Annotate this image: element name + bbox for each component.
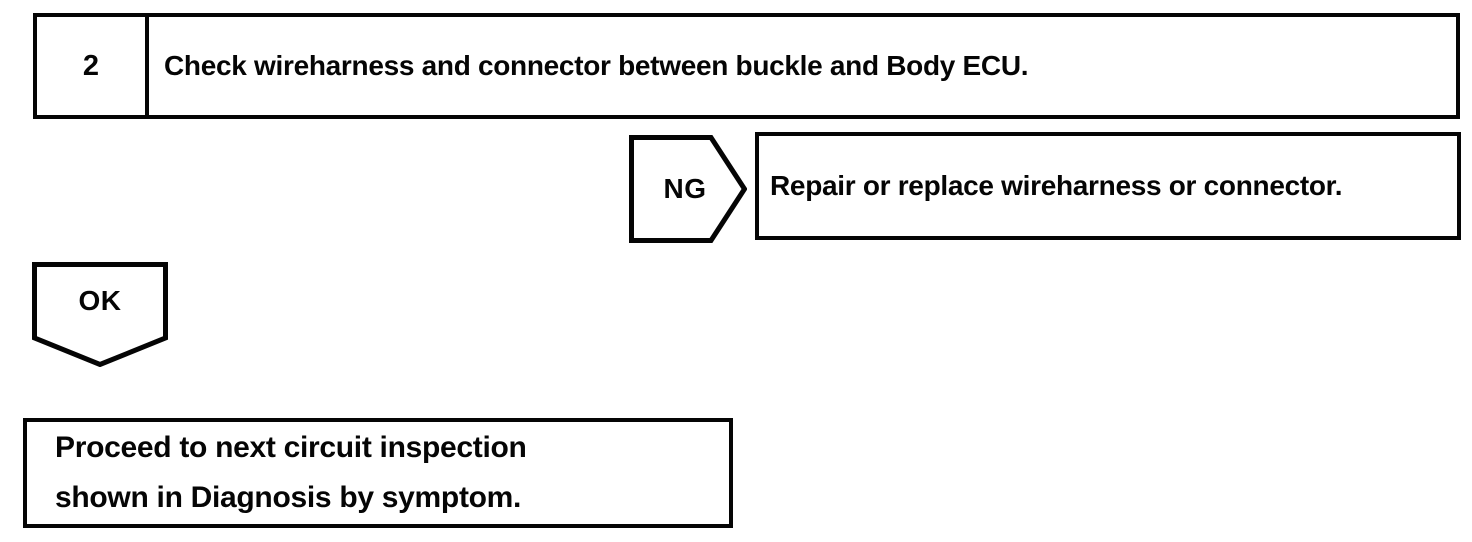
ng-label: NG <box>663 173 707 204</box>
ok-action-line2: shown in Diagnosis by symptom. <box>55 481 522 514</box>
step-number: 2 <box>37 17 149 115</box>
step-box: 2 Check wireharness and connector betwee… <box>33 13 1460 119</box>
ng-pentagon-icon <box>629 135 747 243</box>
ng-action-text: Repair or replace wireharness or connect… <box>770 170 1343 201</box>
ok-action-box: Proceed to next circuit inspection shown… <box>23 418 733 528</box>
ok-pentagon-icon <box>32 262 168 367</box>
step-instruction: Check wireharness and connector between … <box>164 50 1029 81</box>
ok-connector-shape: OK <box>32 262 168 367</box>
ok-action-line1: Proceed to next circuit inspection <box>55 431 527 464</box>
ng-connector-shape: NG <box>629 135 747 243</box>
ok-label: OK <box>78 285 122 316</box>
ng-action-box: Repair or replace wireharness or connect… <box>755 132 1461 240</box>
